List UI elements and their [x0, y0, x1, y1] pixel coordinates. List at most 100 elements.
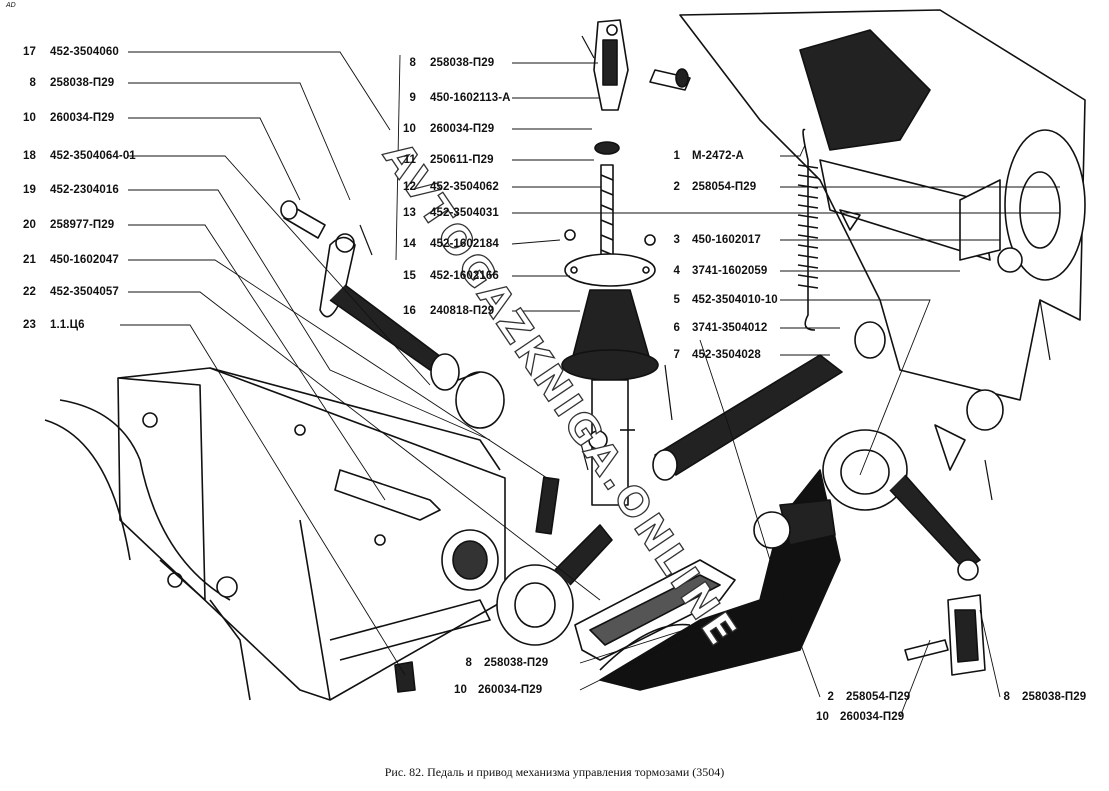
part-label-right-5: 6 3741-3504012	[668, 322, 768, 334]
part-label-bottom-1: 10 260034-П29	[454, 684, 542, 696]
part-number: 8	[465, 657, 472, 669]
part-number: 16	[403, 305, 416, 317]
part-code: 260034-П29	[478, 684, 543, 696]
part-code: 452-1602166	[430, 270, 499, 282]
part-number: 10	[816, 711, 829, 723]
pin-10	[280, 200, 373, 256]
part-number: 14	[403, 238, 416, 250]
part-label-right-3: 4 3741-1602059	[668, 265, 768, 277]
part-label-mid-2: 10 260034-П29	[396, 123, 494, 135]
part-number: 7	[673, 349, 680, 361]
part-label-bottom-2: 2 258054-П29	[822, 691, 911, 703]
collar-lever	[496, 476, 613, 646]
clevis-9	[581, 19, 691, 111]
part-code: 452-2304016	[50, 184, 119, 196]
figure-caption: Рис. 82. Педаль и привод механизма управ…	[384, 765, 725, 779]
part-number: 12	[403, 181, 416, 193]
part-code: 258038-П29	[484, 657, 549, 669]
part-number: 8	[1003, 691, 1010, 703]
part-label-left-7: 22 452-3504057	[14, 286, 119, 298]
corner-mark: AD	[6, 2, 16, 9]
part-number: 2	[827, 691, 834, 703]
part-label-mid-5: 13 452-3504031	[396, 207, 499, 219]
part-label-bottom-0: 8 258038-П29	[460, 657, 549, 669]
part-label-right-6: 7 452-3504028	[668, 349, 761, 361]
part-code: 258054-П29	[846, 691, 911, 703]
part-number: 10	[454, 684, 467, 696]
part-number: 15	[403, 270, 416, 282]
part-code: 450-1602113-А	[430, 92, 511, 104]
part-number: 11	[403, 154, 416, 166]
part-number: 1	[673, 150, 680, 162]
return-spring-1	[797, 128, 819, 331]
pedal-lever-6	[599, 429, 981, 691]
part-label-bottom-4: 8 258038-П29	[998, 691, 1087, 703]
part-number: 13	[403, 207, 416, 219]
part-label-right-2: 3 450-1602017	[668, 234, 761, 246]
part-code: 3741-3504012	[692, 322, 768, 334]
part-code: 240818-П29	[430, 305, 495, 317]
leader-lines	[120, 51, 1060, 718]
part-number: 21	[23, 254, 36, 266]
part-code: 452-1602184	[430, 238, 499, 250]
part-label-left-6: 21 450-1602047	[14, 254, 119, 266]
part-label-right-4: 5 452-3504010-10	[668, 294, 778, 306]
part-number: 19	[23, 184, 36, 196]
part-code: 452-3504028	[692, 349, 761, 361]
part-label-mid-3: 11 250611-П29	[396, 154, 494, 166]
part-label-right-0: 1 М-2472-А	[668, 150, 744, 162]
part-label-left-2: 10 260034-П29	[14, 112, 114, 124]
push-rod-12	[594, 141, 620, 261]
part-code: 3741-1602059	[692, 265, 768, 277]
part-number: 9	[409, 92, 416, 104]
part-code: М-2472-А	[692, 150, 744, 162]
part-code: 258038-П29	[50, 77, 115, 89]
part-code: 452-3504064-01	[50, 150, 136, 162]
part-code: 450-1602017	[692, 234, 761, 246]
part-number: 3	[673, 234, 680, 246]
part-label-left-5: 20 258977-П29	[14, 219, 114, 231]
part-code: 260034-П29	[840, 711, 905, 723]
boot-16	[561, 229, 659, 506]
part-code: 258038-П29	[1022, 691, 1087, 703]
part-number: 23	[23, 319, 36, 331]
part-label-left-1: 8 258038-П29	[14, 77, 115, 89]
part-code: 452-3504057	[50, 286, 119, 298]
part-code: 250611-П29	[430, 154, 494, 166]
mounting-bracket	[44, 367, 506, 701]
pedal-pad	[574, 559, 736, 671]
part-code: 260034-П29	[50, 112, 115, 124]
part-label-left-8: 23 1.1.Ц6	[14, 319, 85, 331]
part-number: 20	[23, 219, 36, 231]
pedal-shaft-7	[579, 354, 843, 481]
part-number: 10	[23, 112, 36, 124]
part-number: 22	[23, 286, 36, 298]
part-code: 452-3504010-10	[692, 294, 778, 306]
part-code: 450-1602047	[50, 254, 119, 266]
part-label-mid-8: 16 240818-П29	[396, 305, 494, 317]
part-number: 8	[409, 57, 416, 69]
part-label-mid-1: 9 450-1602113-А	[396, 92, 511, 104]
part-label-bottom-3: 10 260034-П29	[816, 711, 904, 723]
part-number: 8	[29, 77, 36, 89]
part-number: 4	[673, 265, 680, 277]
part-code: 1.1.Ц6	[50, 319, 85, 331]
part-number: 5	[673, 294, 680, 306]
return-lever-17	[319, 233, 505, 429]
part-code: 260034-П29	[430, 123, 495, 135]
part-number: 6	[673, 322, 680, 334]
part-number: 10	[403, 123, 416, 135]
part-label-left-4: 19 452-2304016	[14, 184, 119, 196]
part-code: 452-3504060	[50, 46, 119, 58]
part-code: 258977-П29	[50, 219, 115, 231]
part-code: 258054-П29	[692, 181, 757, 193]
lower-clevis	[904, 299, 1051, 676]
part-code: 452-3504031	[430, 207, 499, 219]
